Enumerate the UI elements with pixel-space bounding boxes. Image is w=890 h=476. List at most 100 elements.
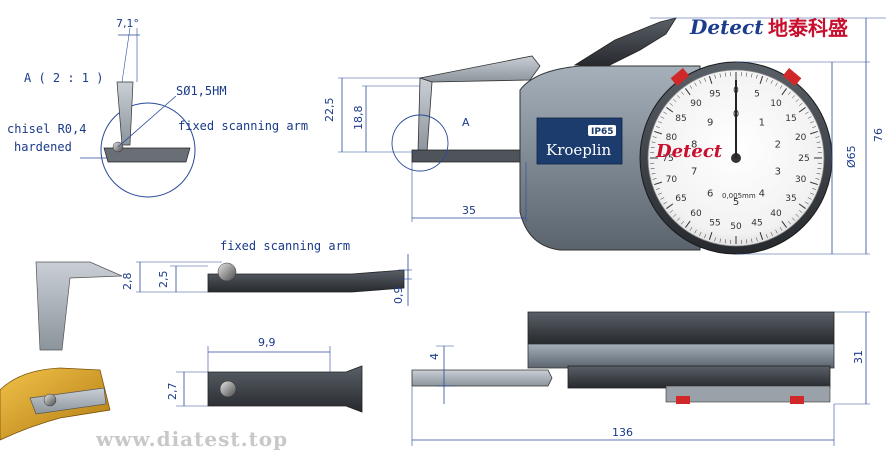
dial-tick [759,76,764,84]
dial-outer-number: 85 [675,114,686,124]
dial-outer-number: 80 [666,133,678,143]
dial-tick [650,168,655,170]
top-ball [219,380,237,398]
dial-tick [799,102,803,106]
fixed-arm-label-detail: fixed scanning arm [178,119,308,133]
side-view: fixed scanning arm 2,8 2,5 0,9 [121,239,412,306]
dial-outer-number: 30 [795,175,807,185]
dim-side-b: 2,5 [157,271,170,289]
dial-tick [810,121,814,124]
side-arm [207,269,405,293]
gauge-brand: Kroeplin [546,141,611,159]
dial-tick [655,126,660,129]
dim-side-a: 2,8 [121,273,134,291]
bottom-dial-ring [567,365,831,389]
dial-tick [795,213,799,218]
dial-ticks [650,72,822,244]
dial-tick [756,237,758,242]
dial-tick [714,74,716,79]
dim-total-height: 76 [872,128,885,142]
dial-outer-number: 25 [798,154,809,164]
dial-tick [680,91,684,95]
bottom-red-left [676,396,690,404]
fixed-arm-label-side: fixed scanning arm [220,239,350,253]
dial-tick [770,232,773,236]
dial-resolution: 0,005mm [722,192,756,200]
dim-inner-height: 18,8 [352,106,365,131]
dim-outer-height: 22,5 [323,98,336,123]
dial-tick [673,213,677,218]
dim-side-c: 0,9 [392,287,405,305]
dial-tick [680,221,684,225]
dial-inner-number: 2 [775,139,781,150]
dial-tick [666,107,674,113]
dial-tick [805,201,809,205]
dial-tick [798,203,806,209]
dim-dial-diameter: Ø65 [845,145,858,168]
hardened-label: hardened [14,140,72,154]
dial-tick [685,88,691,96]
dial-tick [676,95,681,99]
dial-outer-number: 5 [754,89,760,99]
dial-tick [704,234,707,239]
closeup-upper-arm [35,261,123,351]
brand-chinese: 地泰科盛 [768,16,848,40]
dial-outer-number: 45 [751,219,762,229]
detail-marker-label: A [462,116,470,129]
dial-tick [699,232,702,236]
dial-inner-number: 8 [691,139,697,150]
arm-closeup-3d [0,261,123,441]
dial-inner-number: 9 [707,117,713,128]
dial-tick [817,146,822,148]
dial-tick [676,217,681,221]
lift-lever [573,17,677,67]
dial-tick [669,102,673,106]
dial-tick [805,111,809,115]
bottom-view: 4 31 136 [411,311,870,446]
dial-tick [651,173,656,175]
dial-tick [652,178,657,180]
dial-outer-number: 75 [662,154,673,164]
dial-outer-number: 55 [709,219,720,229]
dial-tick [724,72,726,77]
dial-tick [660,116,665,119]
dial-tick [791,217,796,221]
dial-outer-number: 20 [795,133,807,143]
dial-tick [775,229,778,234]
detail-chisel [103,147,191,163]
detail-view-a: 7,1° A ( 2 : 1 ) SØ1,5HM chisel R0,4 har… [7,17,308,198]
dial-tick [719,73,721,78]
dial-outer-number: 40 [770,209,782,219]
bottom-knurl [665,385,831,403]
dial-outer-number: 70 [666,175,678,185]
dial-tick [812,187,817,190]
website-watermark: www.diatest.top [95,427,288,451]
tolerance-marker-right [782,68,802,86]
dial-tick [765,77,768,82]
dial-tick [751,238,753,243]
dial-tick [815,136,820,138]
detail-circle [100,102,196,198]
dial-tick [685,220,691,228]
dial-tick [699,80,702,84]
dial-tick [654,181,662,186]
dial-tick [689,85,693,89]
dial-tick [724,239,726,244]
dial-tick [704,77,707,82]
dial-tick [816,173,821,175]
dim-top-length: 9,9 [258,336,276,349]
dial-tick [799,210,803,214]
bottom-bezel [527,311,835,345]
dial-tick [759,232,764,240]
dial-outer-number: 60 [690,209,702,219]
dial-tick [669,210,673,214]
dial-tick [694,229,697,234]
dim-bottom-length: 136 [612,426,633,439]
brand-header: Detect 地泰科盛 [689,15,848,40]
front-view: Kroeplin IP65 95059010851580207525703065… [323,17,886,255]
dial-tick [781,220,787,228]
brand-name: Detect [689,15,764,39]
dial-tick [660,197,665,200]
dial-tick [779,227,783,231]
tolerance-marker-left [670,68,690,86]
